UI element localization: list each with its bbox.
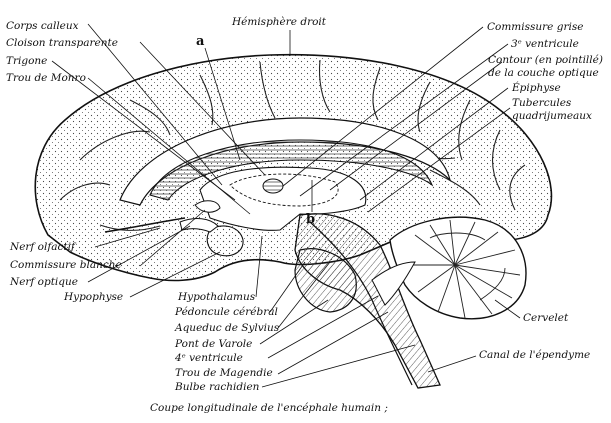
label-cervelet: Cervelet bbox=[523, 312, 569, 324]
label-pedoncule-cerebral: Pédoncule cérébral bbox=[175, 306, 278, 318]
cerebellum bbox=[389, 216, 527, 320]
letter-b: b bbox=[306, 212, 316, 227]
label-bulbe-rachidien: Bulbe rachidien bbox=[175, 381, 260, 393]
label-hypothalamus: Hypothalamus bbox=[178, 291, 256, 303]
label-canal-ependyme: Canal de l'épendyme bbox=[479, 349, 591, 361]
label-nerf-optique: Nerf optique bbox=[10, 276, 78, 288]
label-tubercules-line2: quadrijumeaux bbox=[512, 110, 592, 122]
label-4e-ventricule: 4ᵉ ventricule bbox=[175, 352, 243, 364]
cerebellum-folia bbox=[405, 219, 521, 319]
label-aqueduc-de-sylvius: Aqueduc de Sylvius bbox=[175, 322, 280, 334]
label-tubercules-line1: Tubercules bbox=[512, 97, 572, 109]
label-cloison-transparente: Cloison transparente bbox=[6, 37, 118, 49]
label-trigone: Trigone bbox=[6, 55, 48, 67]
thalamus-area bbox=[199, 166, 367, 231]
fourth-ventricle bbox=[371, 261, 416, 306]
aqueduct-line bbox=[309, 221, 413, 386]
label-contour-line1: Contour (en pointillé) bbox=[488, 54, 603, 66]
anterior-commissure-shape bbox=[194, 200, 221, 213]
label-hypophyse: Hypophyse bbox=[64, 291, 124, 303]
label-commissure-grise: Commissure grise bbox=[487, 21, 584, 33]
label-trou-de-magendie: Trou de Magendie bbox=[175, 367, 273, 379]
label-commissure-blanche: Commissure blanche bbox=[10, 259, 122, 271]
figure-caption: Coupe longitudinale de l'encéphale humai… bbox=[150, 402, 388, 414]
olfactory-nerve-shape bbox=[104, 217, 186, 233]
pons bbox=[294, 248, 357, 313]
label-contour-line2: de la couche optique bbox=[488, 67, 599, 79]
label-pont-de-varole: Pont de Varole bbox=[175, 338, 253, 350]
optic-contour bbox=[229, 173, 339, 207]
a-pointer bbox=[204, 47, 241, 161]
label-corps-calleux: Corps calleux bbox=[6, 20, 79, 32]
letter-a: a bbox=[196, 34, 205, 49]
label-3e-ventricule: 3ᵉ ventricule bbox=[511, 38, 579, 50]
label-hemisphere-droit: Hémisphère droit bbox=[232, 16, 326, 28]
corps-calleux bbox=[149, 139, 434, 201]
commissure-grise-shape bbox=[262, 178, 284, 194]
leader-lines bbox=[51, 23, 521, 388]
label-trou-de-monro: Trou de Monro bbox=[6, 72, 86, 84]
label-nerf-olfactif: Nerf olfactif bbox=[10, 241, 75, 253]
label-epiphyse: Épiphyse bbox=[512, 82, 561, 94]
hypophysis-shape bbox=[206, 225, 244, 257]
